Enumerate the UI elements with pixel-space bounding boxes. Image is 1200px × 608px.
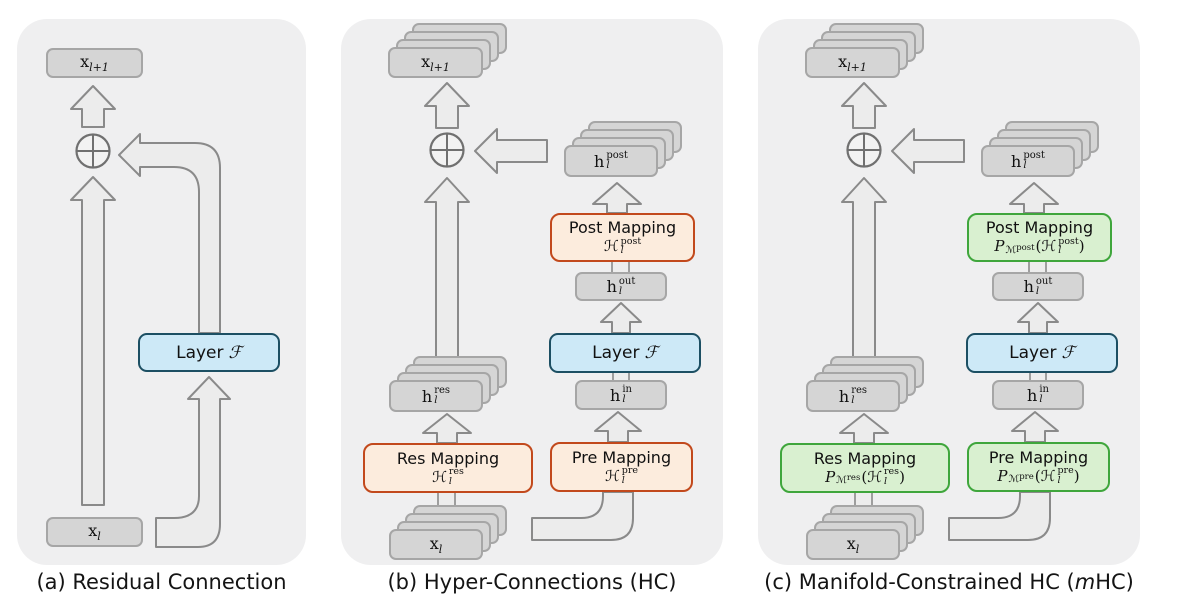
arrow-layer-to-sum [118, 133, 221, 334]
panel-residual: xl+1 Layer ℱ xl [17, 19, 306, 565]
x-next-label: xl+1 [421, 51, 450, 74]
x-in-box: xl [389, 529, 483, 560]
x-in-box: xl [806, 529, 900, 560]
arrow-x-to-layer [155, 376, 231, 548]
arrow-postmap-to-hpost [592, 182, 642, 214]
arrow-hpost-to-sum [474, 128, 548, 174]
pre-mapping-title: Pre Mapping [988, 447, 1089, 467]
arrow-layer-to-hout [1017, 302, 1059, 334]
post-mapping-title: Post Mapping [985, 218, 1094, 238]
caption-hyper-connections: (b) Hyper-Connections (HC) [387, 570, 677, 594]
arrow-hres-up [424, 177, 470, 360]
x-in-label: xl [88, 521, 101, 543]
layer-label: Layer [176, 342, 224, 363]
layer-box: Layer ℱ [549, 333, 701, 373]
res-mapping-title: Res Mapping [396, 448, 500, 468]
x-next-box: xl+1 [46, 48, 143, 78]
arrow-premap-to-hin [1011, 411, 1059, 443]
layer-label: Layer [1009, 343, 1057, 363]
arrow-sum-to-xnext [70, 85, 116, 128]
arrow-hpost-to-sum [891, 128, 965, 174]
res-mapping-title: Res Mapping [813, 448, 917, 468]
arrow-hres-up [841, 177, 887, 360]
panel-a-arrows [70, 85, 231, 548]
layer-label: Layer [592, 343, 640, 363]
layer-f-symbol: ℱ [228, 342, 242, 363]
caption-mhc: (c) Manifold-Constrained HC (mHC) [764, 570, 1134, 594]
x-in-label: xl [846, 533, 860, 556]
x-next-box: xl+1 [388, 47, 483, 78]
arrow-premap-to-hin [594, 411, 642, 443]
arrow-sum-to-xnext [841, 82, 887, 129]
x-in-label: xl [429, 533, 443, 556]
arrow-layer-to-hout [600, 302, 642, 334]
arrow-resmap-to-hres [422, 413, 472, 444]
arrow-resmap-to-hres [839, 413, 889, 444]
arrow-residual-up [70, 176, 116, 506]
x-next-label: xl+1 [80, 52, 109, 74]
pre-mapping-title: Pre Mapping [571, 447, 672, 467]
layer-f-symbol: ℱ [644, 343, 658, 363]
layer-f-symbol: ℱ [1061, 343, 1075, 363]
sum-icon [846, 132, 882, 168]
sum-icon [429, 132, 465, 168]
x-next-label: xl+1 [838, 51, 867, 74]
connector-x-to-resmap [854, 491, 873, 507]
layer-box: Layer ℱ [138, 333, 280, 372]
x-in-box: xl [46, 517, 143, 547]
post-mapping-title: Post Mapping [568, 218, 677, 238]
arrow-sum-to-xnext [424, 82, 470, 129]
sum-icon [75, 133, 111, 169]
arrow-x-to-premap [531, 491, 634, 541]
connector-x-to-resmap [437, 491, 456, 507]
arrow-x-to-premap [948, 491, 1051, 541]
panel-b-arrows [422, 82, 642, 541]
arrow-postmap-to-hpost [1009, 182, 1059, 214]
caption-residual: (a) Residual Connection [36, 570, 287, 594]
layer-box: Layer ℱ [966, 333, 1118, 373]
x-next-box: xl+1 [805, 47, 900, 78]
